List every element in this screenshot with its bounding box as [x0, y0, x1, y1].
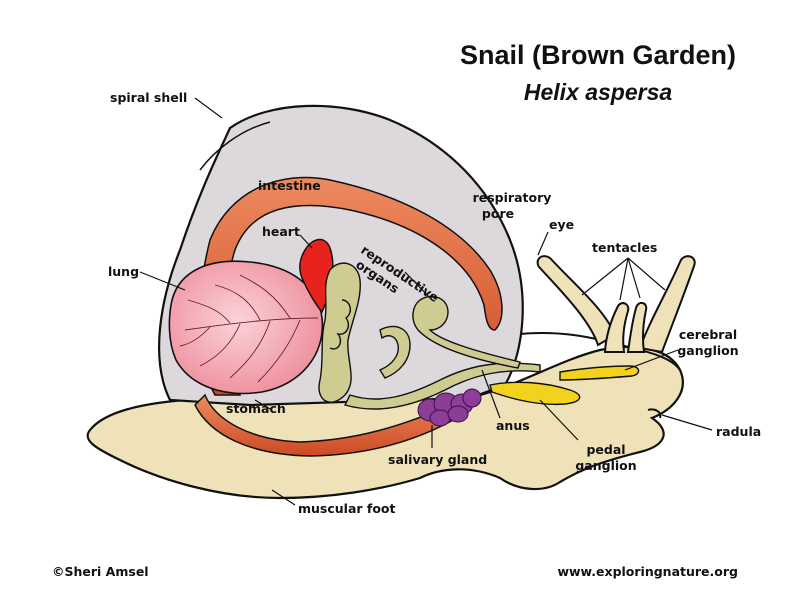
label-pedal-ganglion-line1: pedal — [586, 442, 625, 457]
copyright-text: ©Sheri Amsel — [52, 564, 149, 579]
label-salivary-gland: salivary gland — [388, 452, 487, 467]
label-stomach: stomach — [226, 401, 286, 416]
label-spiral-shell: spiral shell — [110, 90, 187, 105]
label-cerebral-ganglion-line2: ganglion — [677, 343, 738, 358]
label-lung: lung — [108, 264, 139, 279]
reproductive-organs — [318, 262, 541, 410]
label-muscular-foot: muscular foot — [298, 501, 396, 516]
label-heart: heart — [262, 224, 300, 239]
page-subtitle: Helix aspersa — [524, 79, 673, 105]
label-intestine: intestine — [258, 178, 321, 193]
label-respiratory-pore-line2: pore — [482, 206, 514, 221]
lung — [168, 260, 324, 395]
label-radula: radula — [716, 424, 761, 439]
intestine — [198, 176, 503, 396]
small-tentacle-right — [626, 302, 648, 353]
label-pedal-ganglion-line2: ganglion — [575, 458, 636, 473]
heart — [299, 238, 334, 314]
label-anus: anus — [496, 418, 530, 433]
label-eye: eye — [549, 217, 574, 232]
label-tentacles: tentacles — [592, 240, 657, 255]
label-cerebral-ganglion-line1: cerebral — [679, 327, 737, 342]
lung-veins — [179, 274, 319, 383]
website-link[interactable]: www.exploringnature.org — [557, 564, 738, 579]
page-title: Snail (Brown Garden) — [460, 40, 736, 70]
eye-tentacle-right — [638, 255, 696, 354]
label-respiratory-pore-line1: respiratory — [473, 190, 552, 205]
salivary-gland — [417, 388, 482, 427]
cerebral-ganglion — [559, 365, 640, 381]
small-tentacle-left — [603, 302, 630, 353]
eye-tentacle-left — [536, 255, 617, 347]
pedal-ganglion — [489, 381, 581, 406]
leader-lines — [139, 97, 713, 506]
